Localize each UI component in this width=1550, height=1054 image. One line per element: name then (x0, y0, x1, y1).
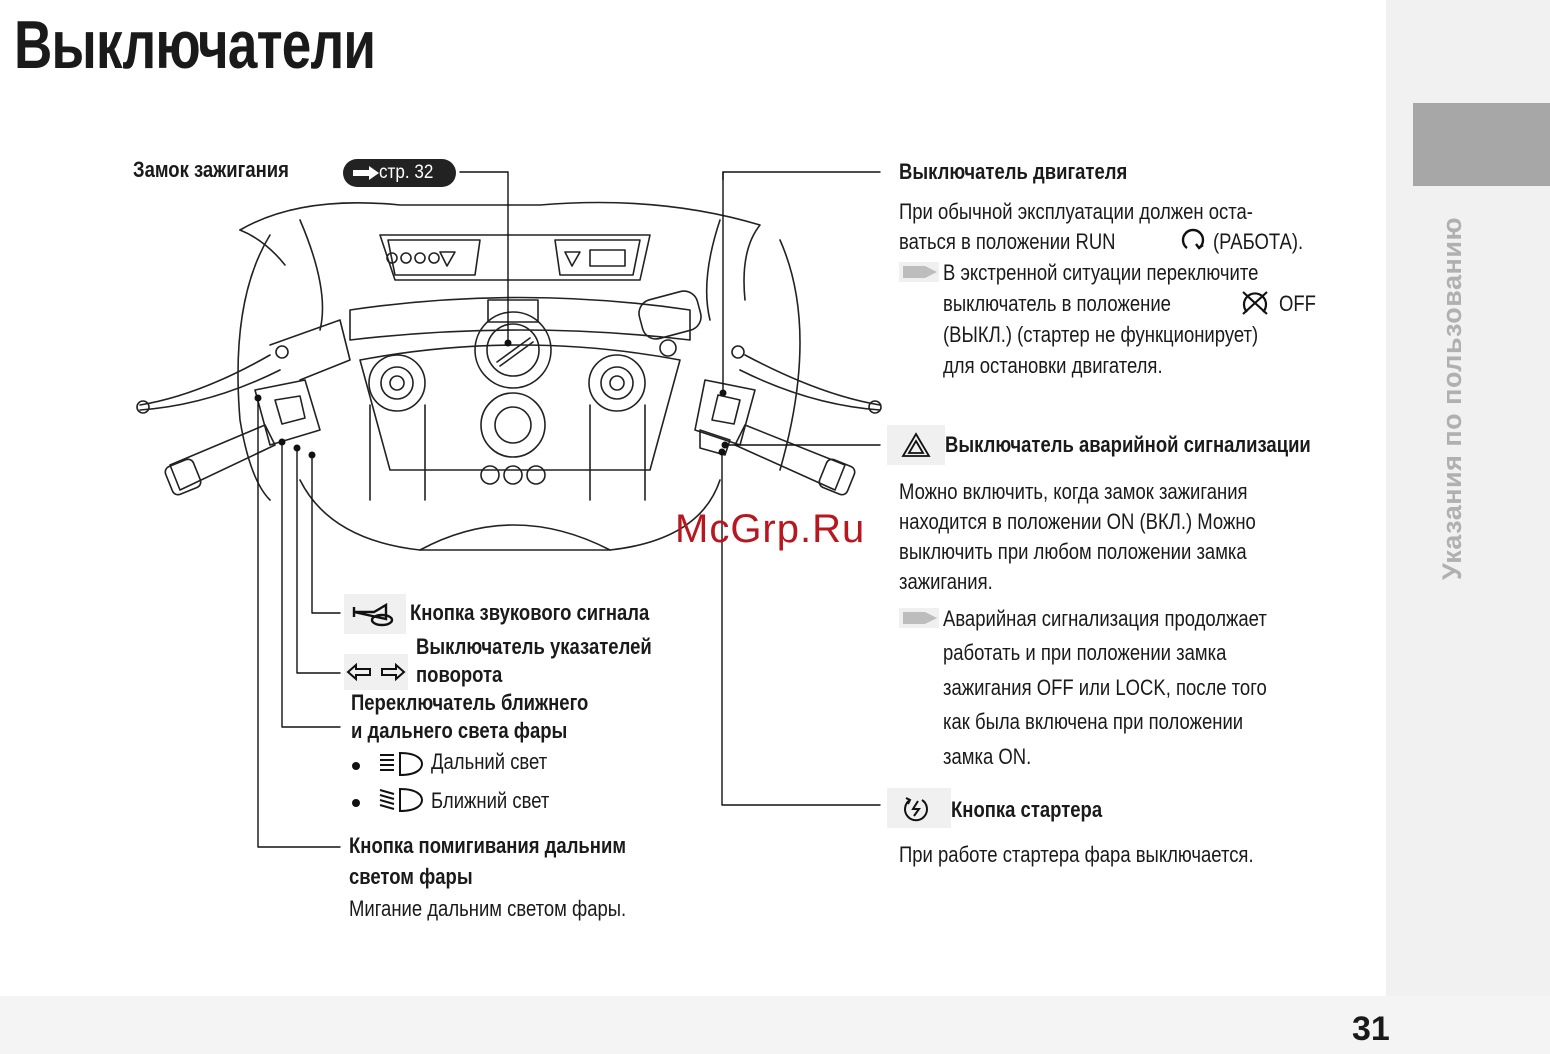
run-icon (1181, 228, 1205, 250)
manual-page (0, 0, 1386, 996)
turn-signal-label-2: поворота (416, 662, 503, 687)
handlebar-illustration (136, 171, 882, 848)
engine-switch-note-3: OFF (1279, 291, 1316, 316)
page-reference-link[interactable]: стр. 32 (343, 159, 456, 187)
dimmer-label-1: Переключатель ближнего (351, 690, 589, 715)
turn-signal-icon (346, 662, 406, 682)
dimmer-label-2: и дальнего света фары (351, 718, 568, 743)
starter-text: При работе стартера фара выключается. (899, 842, 1254, 867)
hazard-text-1: Можно включить, когда замок зажигания (899, 479, 1248, 504)
section-tab (1413, 103, 1550, 186)
engine-switch-note-5: для остановки двигателя. (943, 353, 1163, 378)
hazard-note-4: как была включена при положении (943, 709, 1244, 734)
passing-label-2: светом фары (349, 864, 473, 889)
horn-icon (352, 603, 394, 627)
bullet-dot (352, 799, 360, 807)
engine-switch-text-1: При обычной эксплуатации должен оста- (899, 199, 1253, 224)
ignition-label: Замок зажигания (133, 157, 289, 182)
low-beam-label: Ближний свет (431, 788, 550, 813)
arrow-right-icon (353, 166, 379, 180)
passing-text: Мигание дальним светом фары. (349, 896, 627, 921)
horn-label: Кнопка звукового сигнала (410, 600, 650, 625)
passing-label-1: Кнопка помигивания дальним (349, 833, 626, 858)
hazard-text-3: выключить при любом положении замка (899, 539, 1247, 564)
hazard-switch-title: Выключатель аварийной сигнализации (945, 432, 1311, 457)
horn-icon-box (344, 594, 406, 634)
page-number: 31 (1352, 1010, 1390, 1048)
page-title: Выключатели (14, 7, 376, 83)
note-arrow-icon (899, 262, 939, 282)
engine-switch-text-3: (РАБОТА). (1213, 229, 1304, 254)
hazard-note-1: Аварийная сигнализация продолжает (943, 606, 1267, 631)
hazard-text-4: зажигания. (899, 569, 993, 594)
hazard-note-2: работать и при положении замка (943, 640, 1227, 665)
high-beam-label: Дальний свет (431, 749, 548, 774)
starter-icon (904, 797, 928, 822)
hazard-icon-box (887, 425, 945, 465)
hazard-note-5: замка ON. (943, 744, 1032, 769)
starter-icon-box (887, 788, 951, 828)
engine-switch-title: Выключатель двигателя (899, 159, 1128, 184)
engine-switch-note-2: выключатель в положение (943, 291, 1171, 316)
hazard-triangle-icon (901, 432, 931, 457)
starter-title: Кнопка стартера (951, 797, 1103, 822)
high-beam-icon (380, 751, 424, 777)
hazard-note-3: зажигания OFF или LOCK, после того (943, 675, 1267, 700)
engine-switch-note-4: (ВЫКЛ.) (стартер не функционирует) (943, 322, 1259, 347)
turn-signal-label-1: Выключатель указателей (416, 634, 652, 659)
note-arrow-icon (899, 608, 939, 628)
page-reference-text: стр. 32 (379, 162, 434, 183)
engine-switch-text-2: ваться в положении RUN (899, 229, 1116, 254)
bullet-dot (352, 762, 360, 770)
section-tab-label: Указания по пользованию (1437, 216, 1467, 580)
page-footer-band (0, 996, 1550, 1054)
hazard-text-2: находится в положении ON (ВКЛ.) Можно (899, 509, 1256, 534)
turn-signal-icon-box (344, 654, 408, 690)
watermark: McGrp.Ru (675, 507, 866, 551)
engine-off-icon (1242, 291, 1268, 315)
low-beam-icon (379, 787, 424, 813)
engine-switch-note-1: В экстренной ситуации переключите (943, 260, 1259, 285)
